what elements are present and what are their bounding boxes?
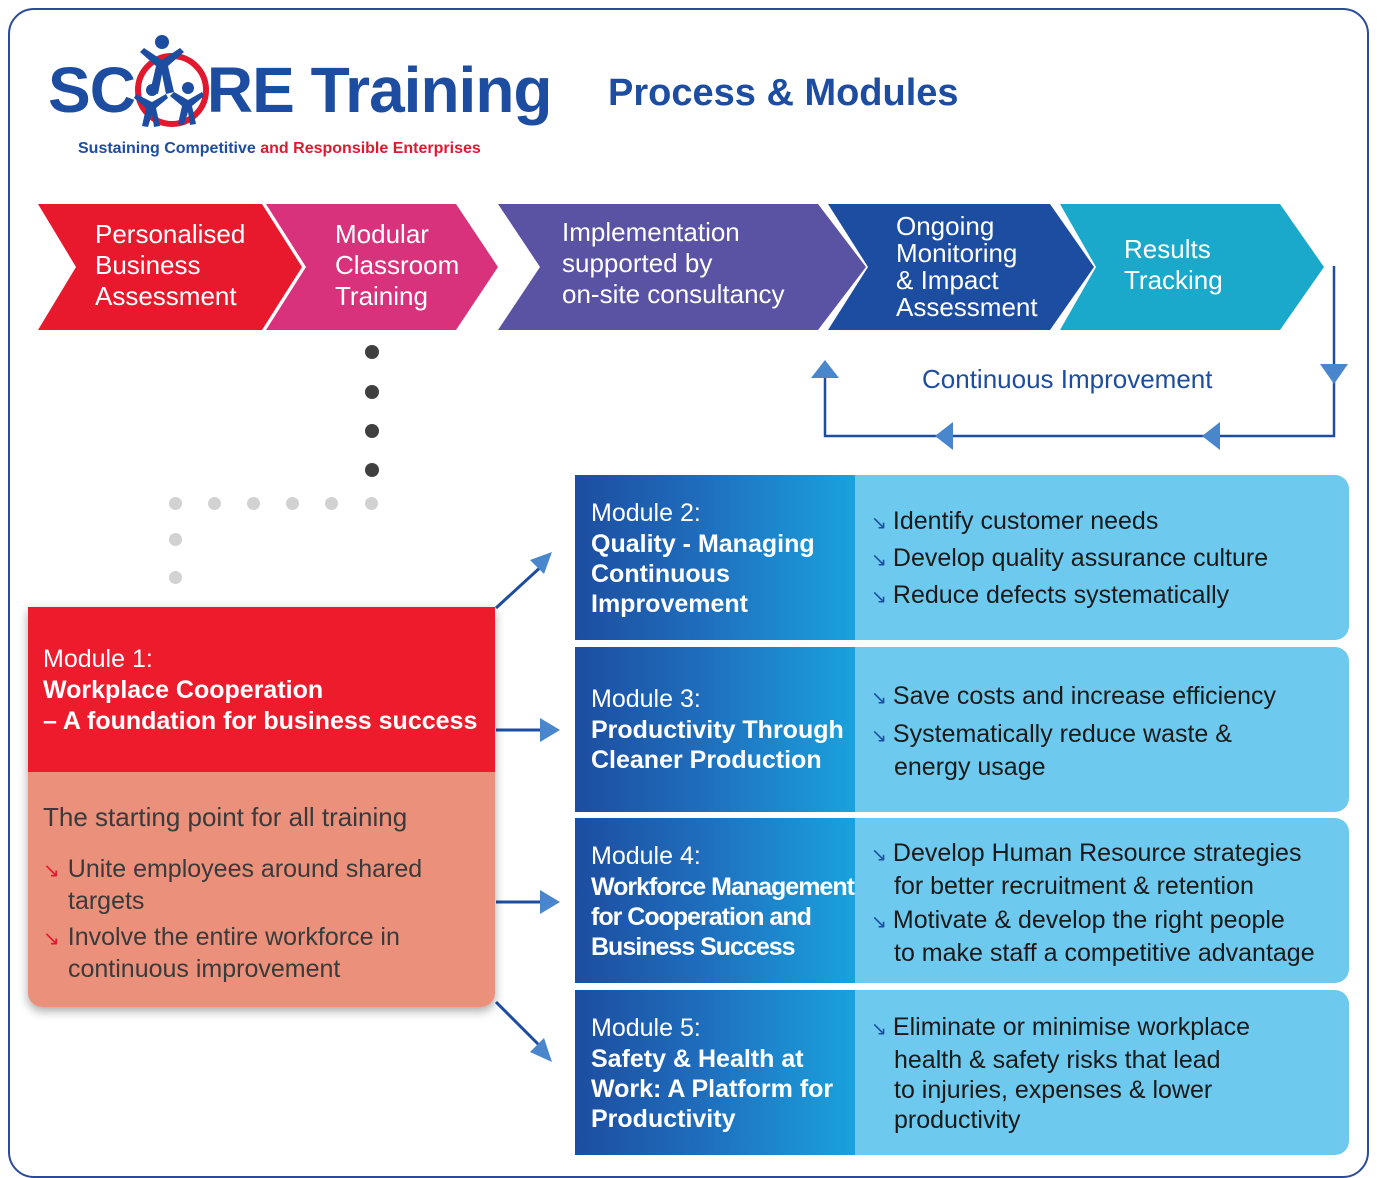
connector-dot: [247, 497, 260, 510]
connector-dot: [365, 385, 379, 399]
connector-dot: [365, 424, 379, 438]
loop-arrow-up: [811, 360, 839, 378]
step-chevron-monitoring: [828, 204, 1094, 330]
arrow-down-right-icon: ↘: [871, 1019, 887, 1040]
arrow-to-module-4: [540, 890, 560, 914]
loop-arrow-down: [1320, 364, 1348, 384]
module-2-bullet: ↘Identify customer needs: [871, 507, 1159, 535]
module-3-number: Module 3:: [591, 685, 701, 713]
improvement-loop-line: [823, 266, 1336, 438]
module-3-bullet: ↘Save costs and increase efficiency: [871, 682, 1277, 710]
module-2-number: Module 2:: [591, 499, 701, 527]
logo-subtitle: Sustaining Competitive and Responsible E…: [78, 140, 481, 157]
module-1-header: Module 1: Workplace Cooperation – A foun…: [28, 607, 495, 772]
loop-arrow-left-2: [935, 422, 953, 450]
arrow-down-right-icon: ↘: [43, 860, 60, 882]
connector-dot: [169, 533, 182, 546]
connector-dot: [365, 463, 379, 477]
arrow-to-module-3: [540, 718, 560, 742]
connector-dot: [365, 345, 379, 359]
process-diagram: [38, 204, 1348, 450]
arrow-down-right-icon: ↘: [871, 912, 887, 933]
arrow-down-right-icon: ↘: [871, 513, 887, 534]
module-1-card: Module 1: Workplace Cooperation – A foun…: [28, 607, 495, 1007]
module-1-bullet: ↘Involve the entire workforce in continu…: [43, 923, 400, 983]
arrow-down-right-icon: ↘: [871, 587, 887, 608]
arrow-down-right-icon: ↘: [43, 928, 60, 950]
arrow-down-right-icon: ↘: [871, 688, 887, 709]
module-1-intro: The starting point for all training: [43, 802, 408, 832]
continuous-improvement-label: Continuous Improvement: [922, 364, 1213, 394]
arrow-to-module-2: [530, 552, 552, 574]
module-1-number: Module 1:: [43, 645, 153, 673]
arrow-down-right-icon: ↘: [871, 845, 887, 866]
people-circle-icon: [134, 35, 209, 127]
arrow-down-right-icon: ↘: [871, 726, 887, 747]
arrow-down-right-icon: ↘: [871, 550, 887, 571]
page-title: Process & Modules: [608, 72, 959, 114]
connector-dot: [169, 497, 182, 510]
module-2-bullet: ↘Reduce defects systematically: [871, 581, 1230, 609]
step-chevron-results: [1060, 204, 1324, 330]
module-5-number: Module 5:: [591, 1014, 701, 1042]
arrow-to-module-5: [530, 1038, 552, 1062]
step-chevron-training: [266, 204, 498, 330]
module-1-title: Workplace Cooperation – A foundation for…: [43, 676, 478, 735]
connector-dot: [365, 497, 378, 510]
connector-dot: [169, 571, 182, 584]
step-chevron-assessment: [38, 204, 302, 330]
step-chevron-implementation: [498, 204, 866, 330]
module-1-body: The starting point for all training ↘Uni…: [28, 772, 495, 1007]
connector-dot: [286, 497, 299, 510]
module-connector-arrows: [494, 552, 560, 1062]
module-1-bullet: ↘Unite employees around shared targets: [43, 855, 423, 915]
module-2-bullet: ↘Develop quality assurance culture: [871, 544, 1269, 572]
loop-arrow-left-1: [1202, 422, 1220, 450]
module-3-bullet: ↘Systematically reduce waste &energy usa…: [871, 720, 1232, 781]
connector-dot: [325, 497, 338, 510]
module-4-number: Module 4:: [591, 842, 701, 870]
connector-dot: [208, 497, 221, 510]
